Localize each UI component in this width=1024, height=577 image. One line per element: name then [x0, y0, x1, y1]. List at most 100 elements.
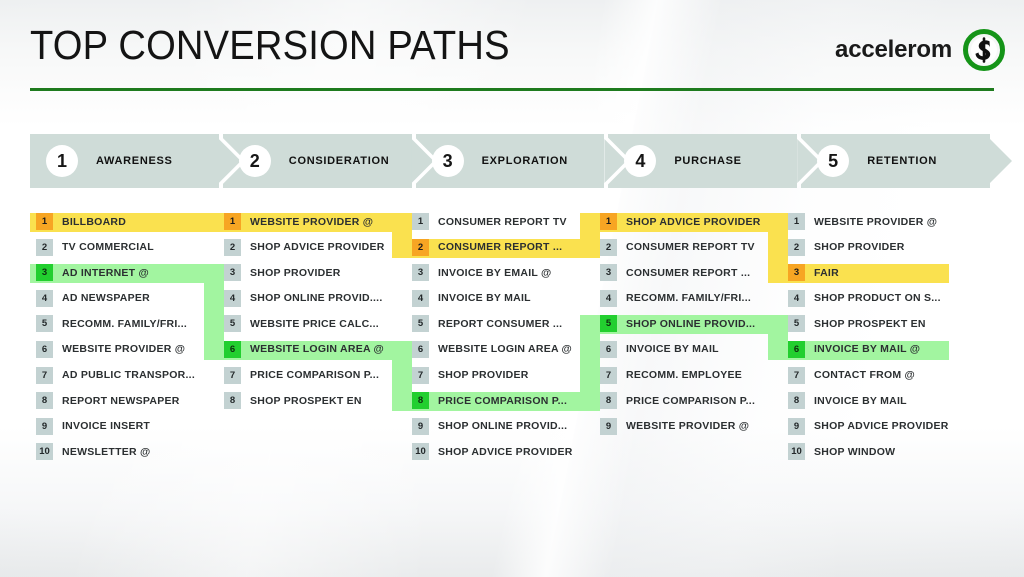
path-item-label: AD PUBLIC TRANSPOR...	[62, 369, 196, 382]
path-rank-badge: 5	[224, 315, 241, 333]
path-item-label: WEBSITE PRICE CALC...	[250, 317, 379, 330]
path-rank-badge: 2	[788, 238, 805, 256]
green-conversion-path-row-highlight	[782, 341, 949, 360]
path-rank-badge: 5	[600, 315, 617, 333]
path-item-label: SHOP ADVICE PROVIDER	[814, 420, 949, 433]
path-rank-badge: 6	[412, 340, 429, 358]
funnel-stage-label: CONSIDERATION	[288, 155, 390, 167]
path-rank-badge: 5	[36, 315, 53, 333]
path-rank-badge: 5	[788, 315, 805, 333]
green-conversion-path-row-highlight	[30, 264, 180, 284]
path-rank-badge: 3	[412, 264, 429, 282]
accelerom-circle-s-logo-icon	[963, 29, 1005, 71]
path-rank-badge: 6	[600, 340, 617, 358]
path-rank-badge: 7	[36, 366, 53, 384]
path-item-label: RECOMM. FAMILY/FRI...	[626, 292, 752, 305]
path-rank-badge: 2	[36, 238, 53, 256]
funnel-stage-label: EXPLORATION	[481, 155, 568, 167]
path-item-label: INVOICE BY MAIL	[814, 394, 907, 407]
yellow-conversion-path-row-highlight	[218, 213, 370, 232]
path-rank-badge: 4	[224, 289, 241, 307]
funnel-stage-consideration[interactable]: 2 CONSIDERATION	[222, 134, 439, 188]
path-rank-badge: 7	[600, 366, 617, 384]
path-item-label: INVOICE BY MAIL	[438, 292, 531, 305]
path-rank-badge: 8	[600, 392, 617, 410]
funnel-stage-label: PURCHASE	[674, 155, 742, 167]
path-item-label: CONSUMER REPORT ...	[626, 266, 751, 279]
path-rank-badge: 1	[224, 213, 241, 230]
path-item-label: REPORT CONSUMER ...	[438, 317, 563, 330]
funnel-stage-number: 2	[238, 145, 271, 177]
path-item-label: AD NEWSPAPER	[62, 292, 150, 305]
yellow-conversion-path-connector-v	[204, 213, 224, 232]
yellow-conversion-path-connector-h	[746, 213, 768, 232]
path-item-label: PRICE COMPARISON P...	[250, 369, 380, 382]
green-conversion-path-connector-h	[370, 341, 392, 360]
path-rank-badge: 5	[412, 315, 429, 333]
path-item-label: CONSUMER REPORT TV	[438, 215, 567, 228]
yellow-conversion-path-connector-v	[392, 213, 412, 258]
path-item-label: NEWSLETTER @	[62, 445, 151, 458]
path-item-label: SHOP PROSPEKT EN	[250, 394, 362, 407]
yellow-conversion-path-row-highlight	[30, 213, 180, 232]
brand-name: accelerom	[835, 36, 952, 63]
path-item-label: SHOP ONLINE PROVID...	[438, 420, 568, 433]
path-item-label: CONSUMER REPORT ...	[438, 241, 563, 254]
path-rank-badge: 1	[36, 213, 53, 230]
green-conversion-path-connector-v	[204, 264, 224, 360]
yellow-conversion-path-row-highlight	[782, 264, 949, 284]
green-conversion-path-connector-v	[392, 341, 412, 412]
funnel-stage-number: 3	[431, 145, 464, 177]
path-rank-badge: 3	[788, 264, 805, 282]
header-divider	[30, 88, 994, 91]
green-conversion-path-connector-h	[180, 264, 204, 284]
path-item-label: SHOP ADVICE PROVIDER	[626, 215, 761, 228]
path-item-label: SHOP ADVICE PROVIDER	[250, 241, 385, 254]
path-rank-badge: 1	[412, 213, 429, 230]
path-item-label: SHOP ONLINE PROVID...	[626, 317, 756, 330]
yellow-conversion-path-connector-v	[768, 213, 788, 284]
path-rank-badge: 1	[600, 213, 617, 230]
path-rank-badge: 8	[36, 392, 53, 410]
path-rank-badge: 6	[224, 340, 241, 358]
path-rank-badge: 4	[788, 289, 805, 307]
path-item-label: INVOICE BY EMAIL @	[438, 266, 552, 279]
path-rank-badge: 10	[412, 443, 429, 461]
path-item-label: INVOICE INSERT	[62, 420, 151, 433]
path-item-label: SHOP PROSPEKT EN	[814, 317, 926, 330]
path-item-label: SHOP PROVIDER	[250, 266, 341, 279]
path-item-label: PRICE COMPARISON P...	[626, 394, 756, 407]
path-item-label: SHOP PROVIDER	[438, 369, 529, 382]
path-item-label: WEBSITE PROVIDER @	[62, 343, 186, 356]
path-item-label: SHOP ONLINE PROVID....	[250, 292, 383, 305]
path-rank-badge: 8	[788, 392, 805, 410]
green-conversion-path-row-highlight	[406, 392, 558, 412]
page-title: TOP CONVERSION PATHS	[30, 22, 510, 68]
path-rank-badge: 6	[36, 340, 53, 358]
path-rank-badge: 10	[788, 443, 805, 461]
path-rank-badge: 3	[36, 264, 53, 282]
green-conversion-path-row-highlight	[218, 341, 370, 360]
green-conversion-path-connector-h	[558, 392, 580, 412]
funnel-stage-label: AWARENESS	[96, 155, 173, 167]
path-rank-badge: 1	[788, 213, 805, 230]
path-item-label: WEBSITE LOGIN AREA @	[250, 343, 385, 356]
path-rank-badge: 8	[412, 392, 429, 410]
path-item-label: INVOICE BY MAIL	[626, 343, 719, 356]
path-item-label: WEBSITE LOGIN AREA @	[438, 343, 573, 356]
path-item-label: SHOP PROVIDER	[814, 241, 905, 254]
green-conversion-path-connector-v	[580, 315, 600, 412]
path-rank-badge: 4	[36, 289, 53, 307]
path-rank-badge: 2	[600, 238, 617, 256]
yellow-conversion-path-connector-v	[580, 213, 600, 258]
path-rank-badge: 4	[600, 289, 617, 307]
yellow-conversion-path-connector-h	[370, 213, 392, 232]
path-rank-badge: 9	[600, 417, 617, 435]
path-rank-badge: 2	[224, 238, 241, 256]
green-conversion-path-row-highlight	[594, 315, 746, 335]
